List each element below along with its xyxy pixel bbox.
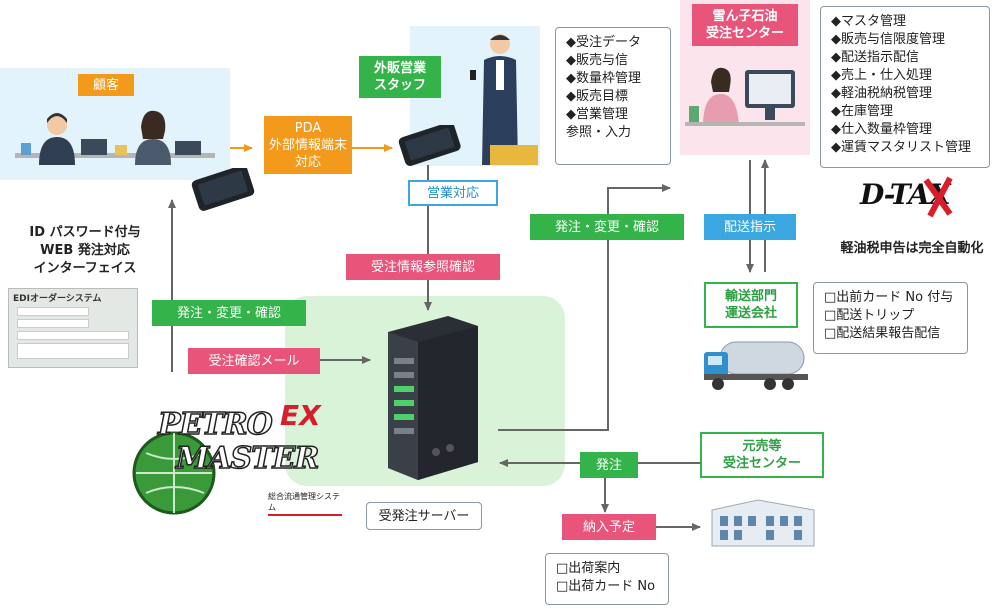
petro-logo-line1: PETRO xyxy=(157,406,273,443)
center-function-item: ◆マスタ管理 xyxy=(831,14,906,29)
center-functions-list: ◆マスタ管理 ◆販売与信限度管理 ◆配送指示配信 ◆売上・仕入処理 ◆軽油税納税… xyxy=(820,6,990,168)
center-function-item: ◆仕入数量枠管理 xyxy=(831,122,932,137)
center-function-item: ◆運賃マスタリスト管理 xyxy=(831,140,971,155)
sales-phone-icon xyxy=(395,125,465,170)
edi-order-system-window: EDIオーダーシステム xyxy=(8,288,138,368)
petro-logo-line2: MASTER xyxy=(175,440,320,477)
transport-title: 輸送部門 運送会社 xyxy=(704,282,798,328)
edi-field xyxy=(17,331,129,340)
delivery-instruction-label: 配送指示 xyxy=(704,214,796,240)
dtax-logo: D-TAX xyxy=(860,176,960,226)
transport-functions-list: □出前カード No 付与 □配送トリップ □配送結果報告配信 xyxy=(813,282,968,354)
edi-window-title: EDIオーダーシステム xyxy=(13,294,102,304)
center-function-item: ◆軽油税納税管理 xyxy=(831,86,932,101)
petro-master-logo: PETRO EX MASTER 総合流通管理システム xyxy=(122,399,342,525)
staff-function-item: ◆販売目標 xyxy=(566,89,628,104)
staff-function-item: ◆数量枠管理 xyxy=(566,71,641,86)
customer-title: 顧客 xyxy=(78,74,134,96)
petro-logo-ex: EX xyxy=(280,399,321,432)
web-interface-text: ID パスワード付与 WEB 発注対応 インターフェイス xyxy=(29,225,141,276)
staff-functions-list: ◆受注データ ◆販売与信 ◆数量枠管理 ◆販売目標 ◆営業管理 参照・入力 xyxy=(555,27,671,165)
sales-response-label: 営業対応 xyxy=(408,180,498,206)
transport-function-item: □配送トリップ xyxy=(824,308,915,323)
customer-people-illustration xyxy=(15,105,215,175)
pda-label: PDA 外部情報端末 対応 xyxy=(264,116,352,174)
transport-function-item: □配送結果報告配信 xyxy=(824,326,941,341)
sales-staff-illustration xyxy=(460,30,540,165)
dtax-caption: 軽油税申告は完全自動化 xyxy=(840,241,984,256)
center-function-item: ◆配送指示配信 xyxy=(831,50,919,65)
order-info-ref-label: 受注情報参照確認 xyxy=(346,254,500,280)
delivery-schedule-label: 納入予定 xyxy=(562,514,656,540)
center-function-item: ◆在庫管理 xyxy=(831,104,893,119)
staff-function-item: ◆販売与信 xyxy=(566,53,628,68)
center-title: 雪ん子石油 受注センター xyxy=(692,4,798,46)
edi-field xyxy=(17,319,89,328)
supplier-building-icon xyxy=(708,496,818,548)
staff-function-item: ◆営業管理 xyxy=(566,107,628,122)
dtax-cross-icon xyxy=(920,174,956,218)
edi-field xyxy=(17,307,89,316)
tanker-truck-icon xyxy=(700,328,810,398)
edi-field xyxy=(17,343,129,359)
petro-logo-subtitle: 総合流通管理システム xyxy=(268,491,342,516)
sales-staff-title: 外販営業 スタッフ xyxy=(359,56,441,98)
staff-function-item: ◆受注データ xyxy=(566,35,641,50)
shipping-function-item: □出荷案内 xyxy=(556,561,621,576)
staff-function-item: 参照・入力 xyxy=(566,125,632,140)
supplier-center-title: 元売等 受注センター xyxy=(700,432,824,478)
customer-phone-icon xyxy=(188,168,258,218)
order-change-confirm-left-label: 発注・変更・確認 xyxy=(152,300,306,326)
shipping-functions-list: □出荷案内 □出荷カード No xyxy=(545,553,669,605)
center-function-item: ◆売上・仕入処理 xyxy=(831,68,932,83)
server-rack-icon xyxy=(378,312,488,482)
order-change-confirm-right-label: 発注・変更・確認 xyxy=(530,214,684,240)
shipping-function-item: □出荷カード No xyxy=(556,579,656,594)
center-operator-illustration xyxy=(685,60,805,140)
order-confirm-mail-label: 受注確認メール xyxy=(188,348,320,374)
hatchu-label: 発注 xyxy=(580,452,638,478)
server-caption: 受発注サーバー xyxy=(366,502,482,530)
transport-function-item: □出前カード No 付与 xyxy=(824,290,954,305)
center-function-item: ◆販売与信限度管理 xyxy=(831,32,945,47)
